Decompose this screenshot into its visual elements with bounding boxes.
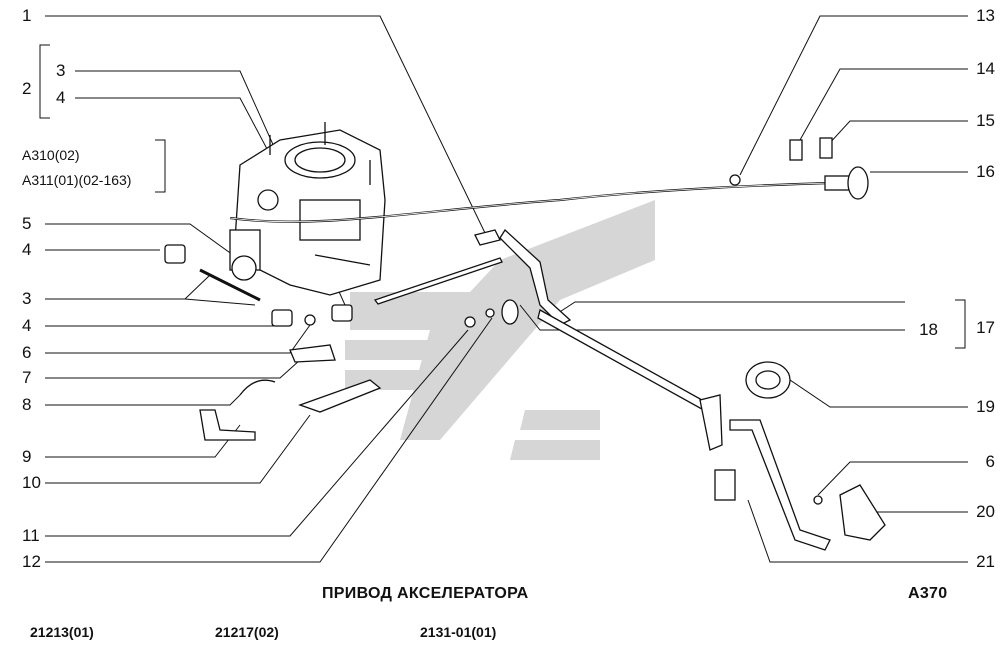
callout-2: 2 bbox=[22, 79, 32, 98]
callout-16: 16 bbox=[976, 162, 995, 181]
callout-3a: 3 bbox=[56, 61, 66, 80]
cable-sheath-end bbox=[729, 137, 869, 200]
page-title: ПРИВОД АКСЕЛЕРАТОРА bbox=[322, 585, 529, 602]
leader-7 bbox=[45, 359, 301, 379]
bracket-17 bbox=[955, 299, 966, 349]
leader-14 bbox=[799, 68, 968, 141]
callout-8: 8 bbox=[22, 395, 32, 414]
callout-21: 21 bbox=[976, 552, 995, 571]
callout-6: 6 bbox=[22, 343, 32, 362]
model-code-1: 21213(01) bbox=[30, 624, 94, 640]
leader-3c bbox=[184, 274, 211, 300]
leader-19 bbox=[789, 379, 968, 408]
callout-12: 12 bbox=[22, 552, 41, 571]
carb-ref-2: A311(01)(02-163) bbox=[22, 172, 132, 188]
leader-5 bbox=[45, 223, 241, 261]
callout-6r: 6 bbox=[985, 452, 995, 471]
leader-21 bbox=[747, 499, 968, 563]
carb-ref-1: A310(02) bbox=[22, 147, 80, 163]
leader-11 bbox=[45, 329, 469, 537]
callout-4b: 4 bbox=[22, 240, 32, 259]
leader-6r bbox=[817, 461, 968, 496]
small-parts bbox=[164, 244, 519, 441]
connecting-rod bbox=[373, 229, 503, 305]
callout-14: 14 bbox=[976, 59, 995, 78]
leader-3b bbox=[45, 298, 256, 306]
callout-20: 20 bbox=[976, 502, 995, 521]
callout-18: 18 bbox=[919, 320, 938, 339]
callout-5: 5 bbox=[22, 214, 32, 233]
leader-10 bbox=[45, 414, 311, 484]
watermark-logo bbox=[345, 200, 655, 460]
leader-lines bbox=[39, 15, 968, 563]
leader-8 bbox=[45, 394, 241, 406]
callout-11: 11 bbox=[22, 526, 40, 545]
throttle-cable bbox=[229, 181, 831, 223]
callout-3b: 3 bbox=[22, 289, 32, 308]
callout-13: 13 bbox=[976, 6, 995, 25]
bracket-carb bbox=[155, 139, 166, 193]
callout-7: 7 bbox=[22, 368, 32, 387]
callout-4c: 4 bbox=[22, 316, 32, 335]
figure-code: A370 bbox=[908, 585, 948, 602]
model-code-3: 2131-01(01) bbox=[420, 624, 497, 640]
leader-6 bbox=[45, 324, 311, 354]
callout-17: 17 bbox=[976, 318, 995, 337]
leader-17 bbox=[554, 301, 905, 316]
callout-4a: 4 bbox=[56, 88, 66, 107]
callout-19: 19 bbox=[976, 397, 995, 416]
leader-12 bbox=[45, 317, 493, 563]
callout-9: 9 bbox=[22, 447, 32, 466]
callout-1: 1 bbox=[22, 6, 32, 25]
carburetor bbox=[229, 122, 386, 296]
model-code-2: 21217(02) bbox=[215, 624, 279, 640]
callout-10: 10 bbox=[22, 473, 41, 492]
leader-18 bbox=[519, 304, 905, 331]
leader-15 bbox=[827, 120, 968, 146]
leader-1 bbox=[45, 15, 487, 236]
callout-15: 15 bbox=[976, 111, 995, 130]
pedal-assembly bbox=[499, 228, 886, 551]
leader-13 bbox=[739, 15, 968, 176]
bracket-2 bbox=[39, 44, 50, 119]
